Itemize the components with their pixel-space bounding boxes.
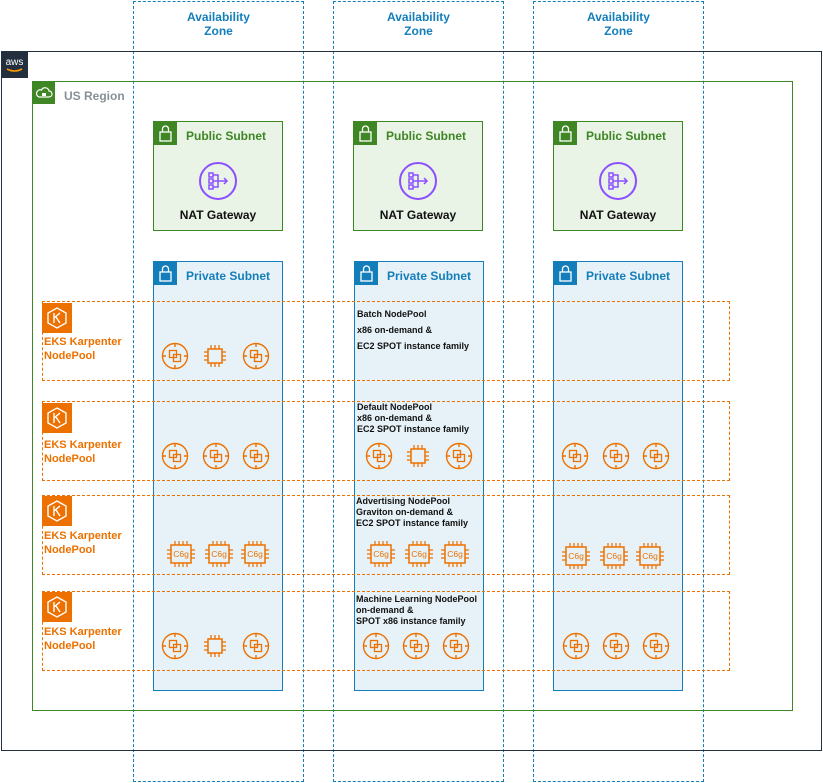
spot-instance-icon [161,442,189,470]
spot-instance-icon [442,632,470,660]
nodepool-label: EKS Karpenter NodePool [44,439,122,465]
karpenter-icon [42,303,72,333]
spot-instance-icon [242,342,270,370]
public-subnet-2: Public Subnet NAT Gateway [353,121,483,231]
private-subnet-label: Private Subnet [387,269,472,283]
graviton-c6g-icon: C6g [166,540,196,568]
availability-zone-label: Availability Zone [587,10,650,38]
spot-instance-icon [362,632,390,660]
spot-instance-icon [562,632,590,660]
graviton-c6g-icon: C6g [599,542,629,570]
aws-logo-text: aws [6,57,24,68]
public-subnet-label: Public Subnet [586,129,667,143]
region-cloud-lock-icon [33,82,55,104]
c6g-label: C6g [211,549,227,559]
spot-instance-icon [445,442,473,470]
spot-instance-icon [242,442,270,470]
karpenter-icon [42,403,72,433]
region-frame [32,81,793,711]
spot-instance-icon [242,632,270,660]
spot-instance-icon [602,442,630,470]
private-subnet-label: Private Subnet [586,269,671,283]
public-subnet-3: Public Subnet NAT Gateway [553,121,683,231]
lock-icon [355,262,378,285]
availability-zone-label: Availability Zone [187,10,250,38]
public-subnet-1: Public Subnet NAT Gateway [153,121,283,231]
nodepool-ml-group [42,591,730,671]
availability-zone-1: Availability Zone [133,1,304,782]
c6g-label: C6g [373,549,389,559]
availability-zone-label: Availability Zone [387,10,450,38]
spot-instance-icon [202,442,230,470]
nodepool-description: Machine Learning NodePool on-demand & SP… [356,594,478,626]
graviton-c6g-icon: C6g [366,540,396,568]
nodepool-description: Advertising NodePool Graviton on-demand … [356,496,469,528]
spot-instance-icon [161,632,189,660]
graviton-c6g-icon: C6g [404,540,434,568]
lock-icon [554,262,577,285]
private-subnet-3: Private Subnet [553,261,683,691]
nodepool-label: EKS Karpenter NodePool [44,336,122,362]
spot-instance-icon [365,442,393,470]
spot-instance-icon [602,632,630,660]
nat-gateway-icon [599,162,637,200]
private-subnet-1: Private Subnet [153,261,283,691]
aws-logo-icon: aws [1,51,28,78]
public-subnet-label: Public Subnet [186,129,267,143]
spot-instance-icon [642,632,670,660]
spot-instance-icon [561,442,589,470]
availability-zone-2: Availability Zone [333,1,504,782]
nodepool-advertising-group [42,495,730,575]
availability-zone-3: Availability Zone [533,1,704,782]
graviton-c6g-icon: C6g [635,542,665,570]
lock-icon [154,122,177,145]
c6g-label: C6g [606,551,622,561]
private-subnet-2: Private Subnet [354,261,484,691]
nodepool-label: EKS Karpenter NodePool [44,626,122,652]
spot-instance-icon [402,632,430,660]
nat-gateway-label: NAT Gateway [579,208,657,222]
graviton-c6g-icon: C6g [561,542,591,570]
public-subnet-label: Public Subnet [386,129,467,143]
chip-icon [203,634,227,658]
nodepool-label: EKS Karpenter NodePool [44,530,122,556]
spot-instance-icon [642,442,670,470]
karpenter-icon [42,592,72,622]
spot-instance-icon [161,342,189,370]
lock-icon [354,122,377,145]
region-label: US Region [64,89,125,103]
nodepool-batch-group [42,301,730,381]
nat-gateway-label: NAT Gateway [179,208,257,222]
chip-icon [406,444,430,468]
nat-gateway-icon [199,162,237,200]
lock-icon [554,122,577,145]
c6g-label: C6g [642,551,658,561]
graviton-c6g-icon: C6g [240,540,270,568]
nat-gateway-icon [399,162,437,200]
private-subnet-label: Private Subnet [186,269,271,283]
c6g-label: C6g [173,549,189,559]
nodepool-description: Default NodePool x86 on-demand & EC2 SPO… [357,402,470,434]
nodepool-default-group [42,401,730,481]
lock-icon [154,262,177,285]
graviton-c6g-icon: C6g [204,540,234,568]
c6g-label: C6g [411,549,427,559]
c6g-label: C6g [568,551,584,561]
chip-icon [203,344,227,368]
nat-gateway-label: NAT Gateway [379,208,457,222]
karpenter-icon [42,496,72,526]
c6g-label: C6g [247,549,263,559]
c6g-label: C6g [447,549,463,559]
nodepool-description: Batch NodePool x86 on-demand & EC2 SPOT … [357,309,470,351]
graviton-c6g-icon: C6g [440,540,470,568]
aws-cloud-frame [1,51,822,751]
